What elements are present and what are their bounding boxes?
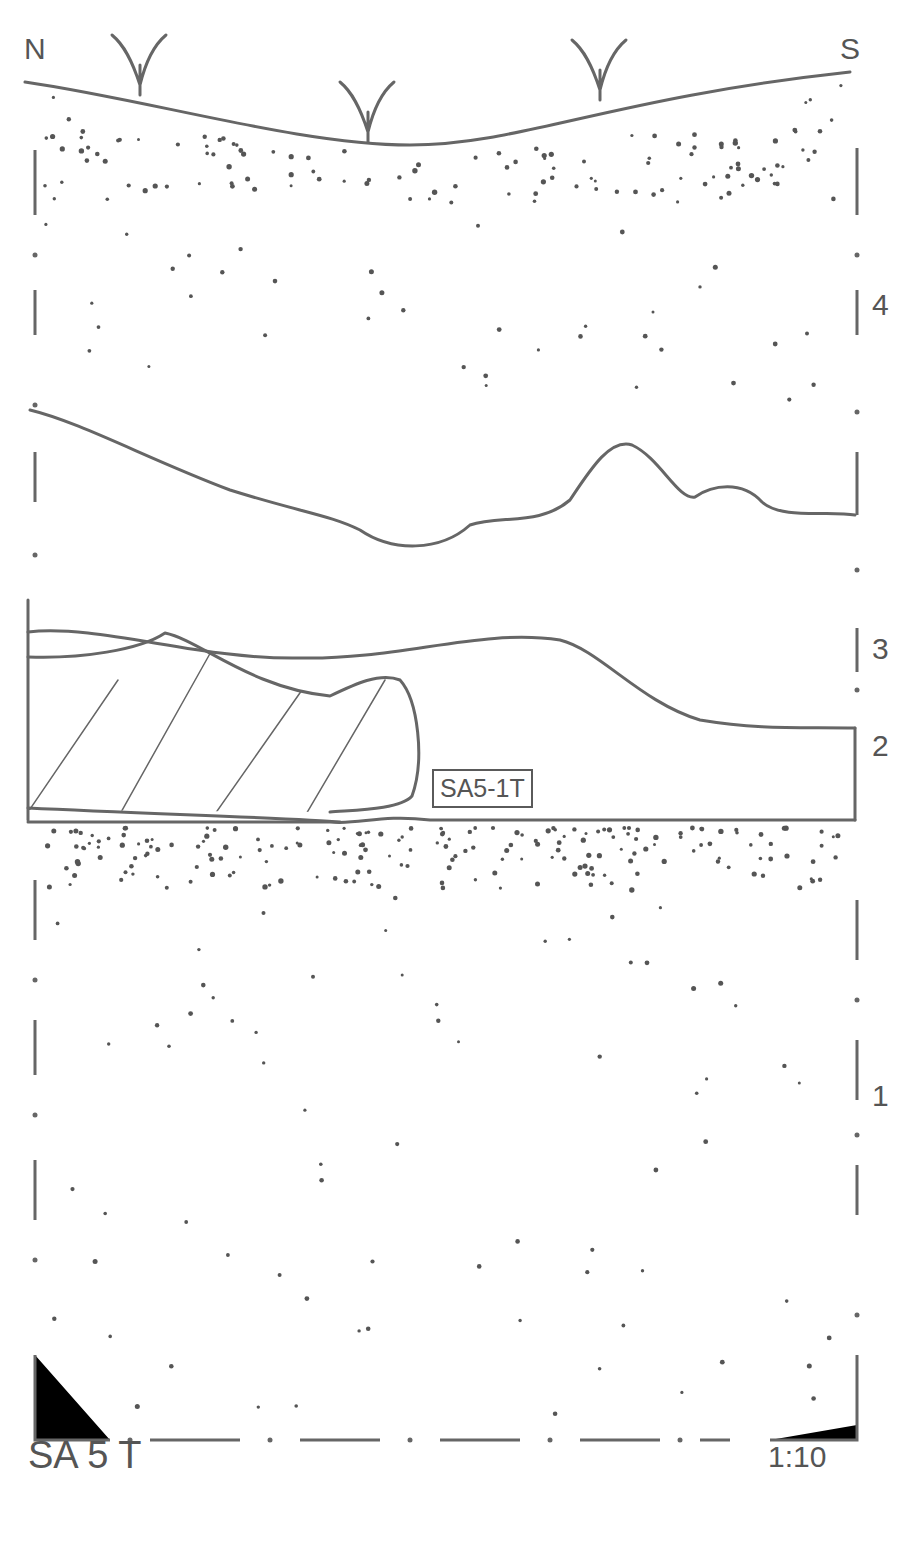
ground-surface [25,72,850,145]
layer-number: 2 [872,731,889,761]
layer-boundary [28,631,855,728]
orientation-label: S [840,34,860,64]
hatching [28,650,385,816]
drawing-label: 1:10 [768,1442,826,1472]
section-edge [35,148,857,1440]
layer-number: 4 [872,290,889,320]
layer-boundary [28,818,855,822]
orientation-label: N [24,34,46,64]
sample-label: SA5-1T [440,776,525,801]
layer-number: 3 [872,634,889,664]
layer-boundary [28,808,340,822]
sample-box: SA5-1T [432,769,533,808]
layer-number: 1 [872,1081,889,1111]
grass-symbol [112,35,626,142]
stipple-texture [43,84,842,1416]
drawing-label: SA 5 T [28,1436,141,1474]
layer-boundary [30,410,855,546]
section-edge-dot [33,253,860,1443]
